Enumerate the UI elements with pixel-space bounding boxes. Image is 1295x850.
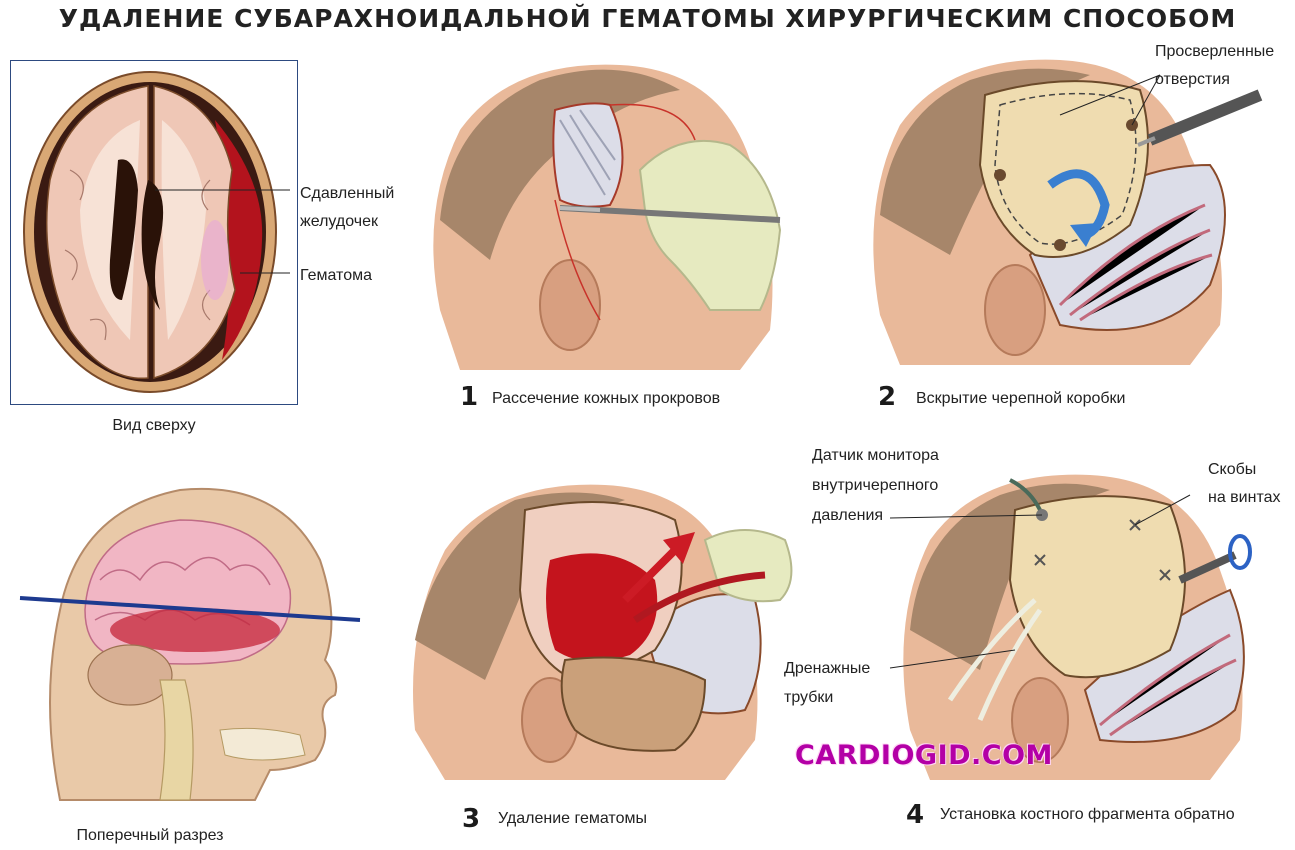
label-icp-sensor-line1: Датчик монитора bbox=[812, 447, 939, 464]
step3-number: 3 bbox=[462, 804, 481, 834]
cross-section-head-illustration bbox=[19, 487, 361, 801]
step2-number: 2 bbox=[878, 382, 897, 412]
step3-illustration bbox=[413, 484, 793, 780]
label-compressed-ventricle-line1: Сдавленный bbox=[300, 185, 395, 202]
top-view-brain-illustration bbox=[23, 71, 290, 393]
label-icp-sensor-line2: внутричерепного bbox=[812, 477, 939, 494]
step1-illustration bbox=[433, 64, 782, 371]
label-icp-sensor-line3: давления bbox=[812, 507, 884, 524]
step3-caption: Удаление гематомы bbox=[498, 810, 647, 827]
label-hematoma: Гематома bbox=[300, 267, 372, 284]
step4-illustration bbox=[889, 474, 1252, 780]
watermark-logo: CARDIOGID.COM bbox=[795, 740, 1053, 771]
label-compressed-ventricle-line2: желудочек bbox=[300, 213, 378, 230]
top-view-frame bbox=[10, 60, 298, 405]
caption-top-view: Вид сверху bbox=[112, 417, 196, 434]
label-drilled-holes-line1: Просверленные bbox=[1155, 43, 1275, 60]
step2-illustration bbox=[873, 59, 1263, 366]
page-title: УДАЛЕНИЕ СУБАРАХНОИДАЛЬНОЙ ГЕМАТОМЫ ХИРУ… bbox=[58, 4, 1237, 33]
label-drain-tubes-line2: трубки bbox=[784, 689, 834, 706]
step1-number: 1 bbox=[460, 382, 479, 412]
step2-caption: Вскрытие черепной коробки bbox=[916, 390, 1126, 407]
label-drain-tubes-line1: Дренажные bbox=[784, 660, 871, 677]
step1-caption: Рассечение кожных прокровов bbox=[492, 390, 721, 407]
label-clamps-line1: Скобы bbox=[1208, 461, 1257, 478]
label-drilled-holes-line2: отверстия bbox=[1155, 71, 1230, 88]
step4-caption: Установка костного фрагмента обратно bbox=[940, 806, 1235, 823]
step4-number: 4 bbox=[906, 800, 925, 830]
label-clamps-line2: на винтах bbox=[1208, 489, 1281, 506]
caption-cross-section: Поперечный разрез bbox=[76, 827, 224, 844]
